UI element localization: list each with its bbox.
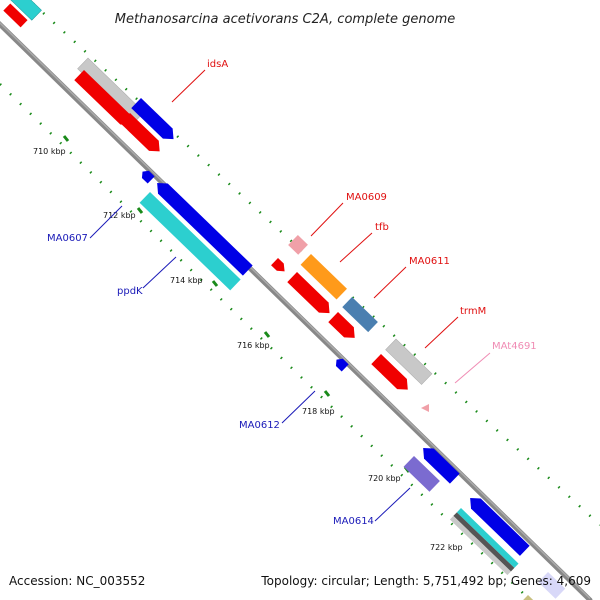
gene-feature[interactable] <box>287 272 334 318</box>
gene-label-MAt4691[interactable]: MAt4691 <box>492 341 537 352</box>
gene-label-tfb[interactable]: tfb <box>375 222 389 233</box>
gene-label-idsA[interactable]: idsA <box>207 59 228 70</box>
gene-feature[interactable] <box>152 178 253 276</box>
gene-feature[interactable] <box>120 113 164 156</box>
gene-feature[interactable] <box>139 192 241 291</box>
gene-label-trmM[interactable]: trmM <box>460 306 486 317</box>
gene-feature[interactable] <box>6 0 42 21</box>
gene-feature[interactable] <box>333 356 349 372</box>
genome-stats-text: Topology: circular; Length: 5,751,492 bp… <box>260 574 591 588</box>
gene-feature[interactable] <box>342 297 378 333</box>
gene-labels: idsA MA0609 tfb MA0611 trmM MAt4691 MA06… <box>47 59 537 527</box>
map-title: Methanosarcina acetivorans C2A, complete… <box>115 12 456 27</box>
leader-lines <box>89 69 491 522</box>
gene-feature[interactable] <box>421 404 429 412</box>
accession-text: Accession: NC_003552 <box>9 574 145 588</box>
gene-feature[interactable] <box>300 254 347 300</box>
gene-feature[interactable] <box>328 312 359 343</box>
tick-label: 710 kbp <box>33 147 66 156</box>
tick-labels: 710 kbp 712 kbp 714 kbp 716 kbp 718 kbp … <box>33 147 463 552</box>
tick-label: 712 kbp <box>103 211 136 220</box>
genome-backbone <box>0 21 593 600</box>
gene-feature[interactable] <box>418 443 460 484</box>
gene-label-MA0609[interactable]: MA0609 <box>346 192 387 203</box>
gene-feature[interactable] <box>3 3 28 28</box>
tick-label: 718 kbp <box>302 407 335 416</box>
gene-feature[interactable] <box>271 258 288 275</box>
gene-feature[interactable] <box>371 354 412 395</box>
gene-feature[interactable] <box>139 168 155 184</box>
gene-feature[interactable] <box>403 456 440 492</box>
gene-feature[interactable] <box>519 595 540 600</box>
gene-feature[interactable] <box>538 572 566 599</box>
gene-feature[interactable] <box>449 508 519 576</box>
gene-feature[interactable] <box>74 70 136 130</box>
gene-feature[interactable] <box>288 234 308 255</box>
tick-label: 714 kbp <box>170 276 203 285</box>
gene-label-MA0607[interactable]: MA0607 <box>47 233 88 244</box>
gene-label-ppdK[interactable]: ppdK <box>117 286 143 297</box>
inner-guide-line <box>0 83 531 600</box>
gene-label-MA0611[interactable]: MA0611 <box>409 256 450 267</box>
gene-feature[interactable] <box>131 98 178 144</box>
gene-feature[interactable] <box>385 338 433 385</box>
tick-label: 720 kbp <box>368 474 401 483</box>
gene-label-MA0614[interactable]: MA0614 <box>333 516 374 527</box>
reverse-strand-genes <box>74 70 540 600</box>
gene-feature[interactable] <box>465 493 530 556</box>
forward-strand-genes <box>3 0 566 599</box>
tick-label: 716 kbp <box>237 341 270 350</box>
tick-label: 722 kbp <box>430 543 463 552</box>
gene-label-MA0612[interactable]: MA0612 <box>239 420 280 431</box>
